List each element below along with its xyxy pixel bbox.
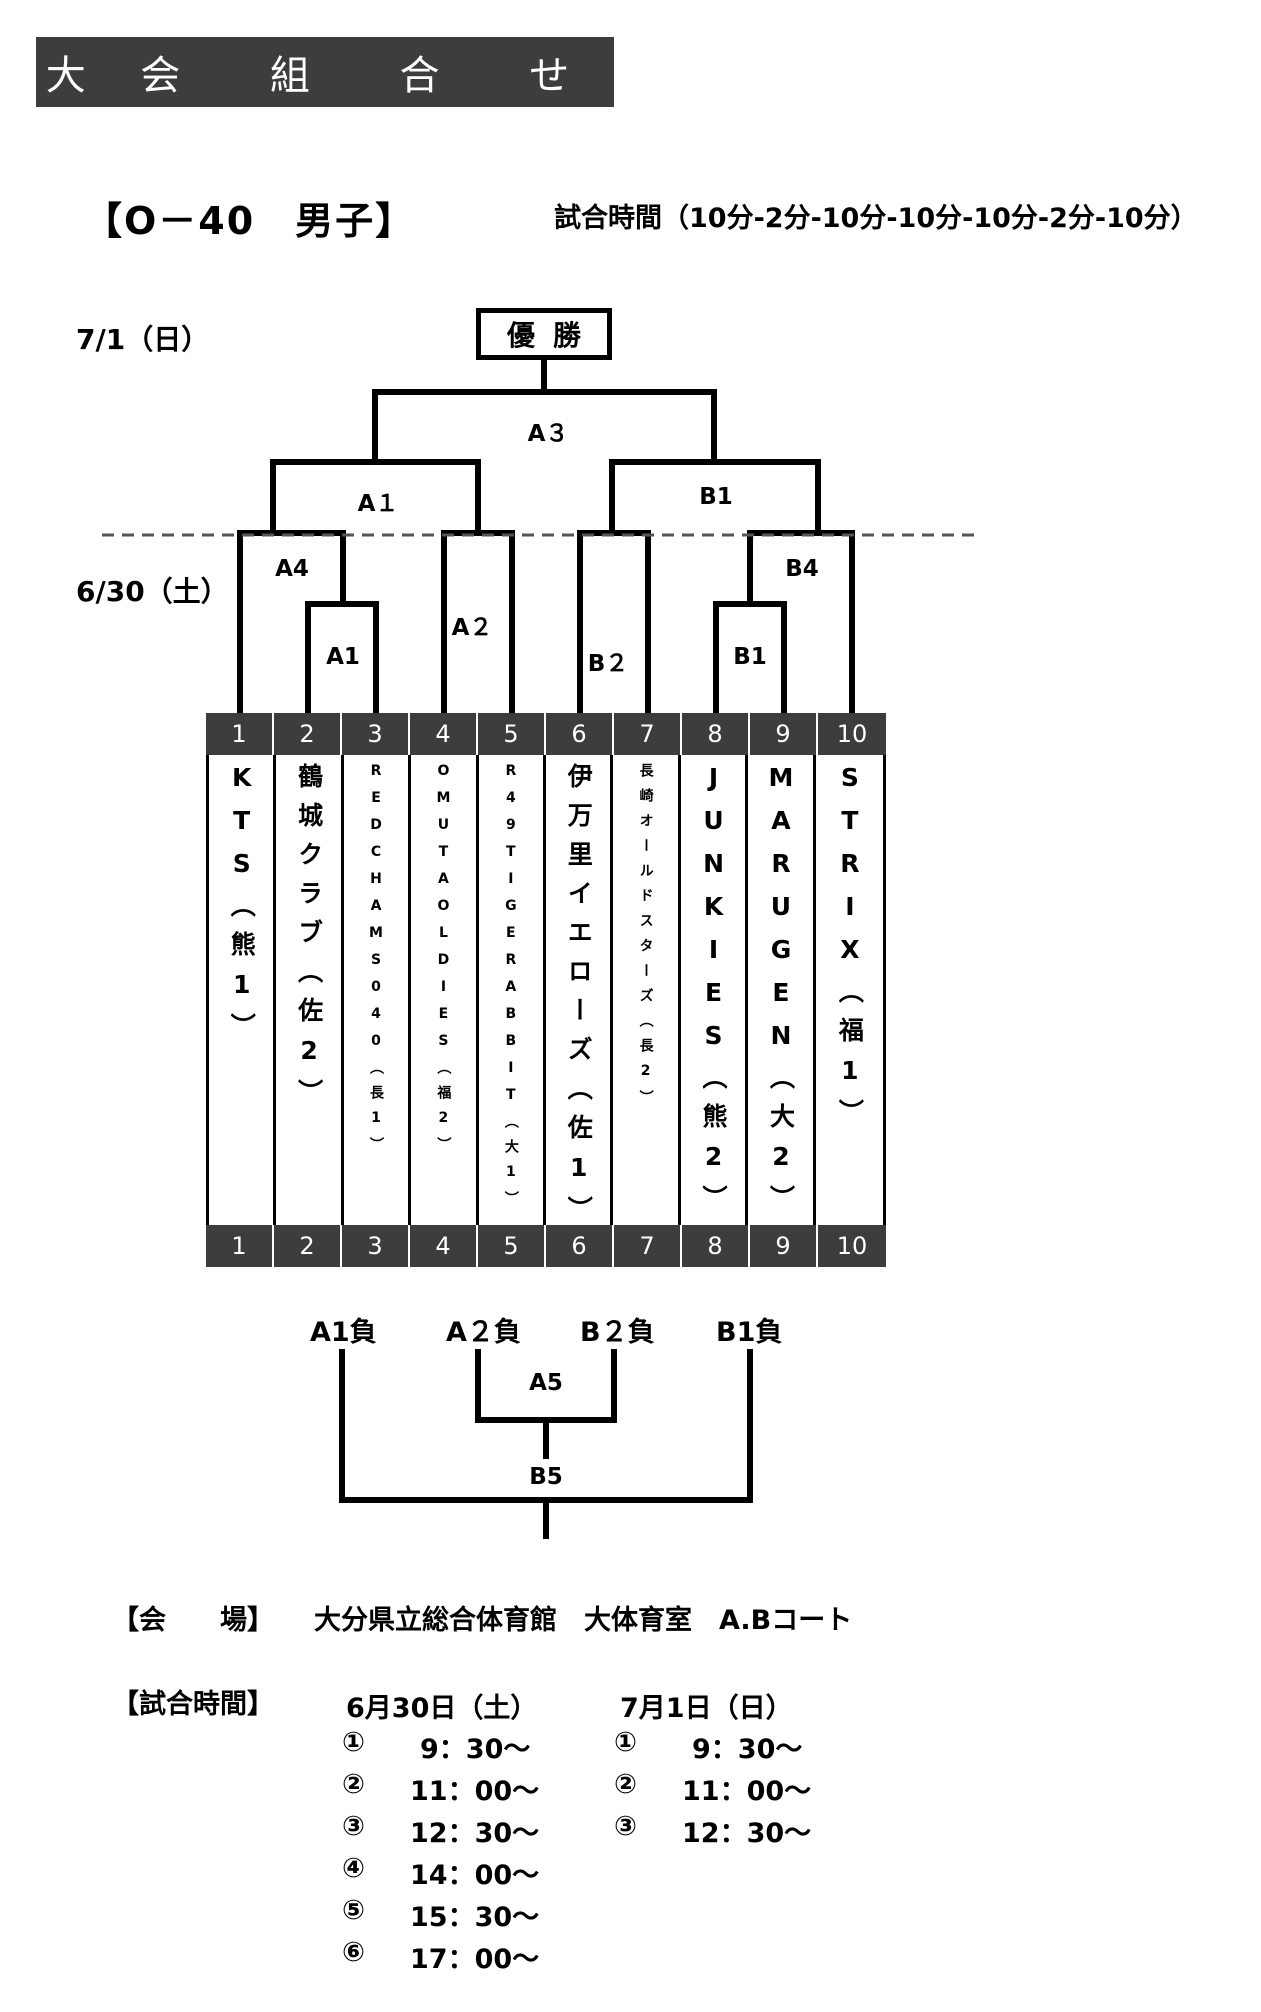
entry-number: 1 (206, 1225, 274, 1267)
b1-loser-label: B1負 (716, 1317, 783, 1348)
date-day2: 7/1（日） (76, 323, 210, 356)
team-cell: STRIX（福1） (816, 755, 883, 1225)
slot-number: ⑥ (342, 1937, 365, 1968)
slot-time: 15：30～ (410, 1902, 540, 1933)
venue-value: 大分県立総合体育館 大体育室 A.Bコート (314, 1605, 853, 1636)
title-banner: 大 会 組 合 せ (36, 37, 614, 107)
match-a4-label: A4 (275, 556, 309, 582)
slot-number: ② (342, 1769, 365, 1800)
slot-time: 12：30～ (682, 1818, 812, 1849)
entry-number: 5 (478, 1225, 546, 1267)
team-cell: JUNKIES（熊2） (681, 755, 749, 1225)
slot-time: 11：00～ (410, 1776, 540, 1807)
team-cell: MARUGEN（大2） (748, 755, 816, 1225)
team-name: 伊万里イエローズ（佐1） (564, 763, 594, 1225)
slot-time: 12：30～ (410, 1818, 540, 1849)
team-name: KTS（熊1） (227, 763, 257, 1052)
entry-number: 4 (410, 713, 478, 755)
match-time-format: 試合時間（10分-2分-10分-10分-10分-2分-10分） (554, 203, 1198, 234)
entry-number: 5 (478, 713, 546, 755)
slot-time: 14：00～ (410, 1860, 540, 1891)
team-name: JUNKIES（熊2） (699, 763, 729, 1224)
team-cell: 長崎オールドスターズ（長2） (613, 755, 681, 1225)
match-b2-label: B２ (587, 651, 629, 677)
slot-time: 11：00～ (682, 1776, 812, 1807)
match-b1-low-label: B1 (733, 644, 767, 670)
team-cell: REDCHAMS040（長1） (344, 755, 412, 1225)
entry-number: 8 (682, 713, 750, 755)
entry-number: 4 (410, 1225, 478, 1267)
banner-char: 大 (45, 53, 86, 99)
match-a5-label: A5 (529, 1370, 563, 1396)
slot-number: ⑤ (342, 1895, 365, 1926)
team-name: MARUGEN（大2） (766, 763, 796, 1224)
slot-number: ① (342, 1727, 365, 1758)
schedule-day1-header: 6月30日（土） (346, 1693, 538, 1724)
team-name: 長崎オールドスターズ（長2） (637, 763, 654, 1115)
b2-loser-label: B２負 (580, 1317, 655, 1348)
team-columns: KTS（熊1） 鶴城クラブ（佐2） REDCHAMS040（長1） OMUTAO… (206, 755, 886, 1225)
team-cell: R49TIGERABBIT（大1） (479, 755, 547, 1225)
match-a1-top-label: A１ (357, 491, 399, 517)
banner-char: 組 (269, 53, 310, 99)
entry-number: 3 (342, 713, 410, 755)
slot-time: 9：30～ (420, 1734, 531, 1765)
entry-number: 7 (614, 1225, 682, 1267)
entry-number: 10 (836, 1232, 868, 1260)
team-name: STRIX（福1） (835, 763, 865, 1138)
entry-number-row-top: 1 2 3 4 5 6 7 8 9 10 (206, 713, 886, 755)
team-name: 鶴城クラブ（佐2） (294, 763, 324, 1118)
banner-char: せ (529, 53, 570, 99)
banner-char: 合 (399, 53, 440, 99)
team-cell: 鶴城クラブ（佐2） (276, 755, 344, 1225)
entry-number: 9 (750, 713, 818, 755)
entry-number: 6 (546, 1225, 614, 1267)
team-cell: KTS（熊1） (209, 755, 277, 1225)
entry-number: 1 (206, 713, 274, 755)
slot-number: ② (614, 1769, 637, 1800)
entry-number: 6 (546, 713, 614, 755)
entry-number: 3 (342, 1225, 410, 1267)
date-day1: 6/30（土） (76, 575, 229, 608)
slot-number: ① (614, 1727, 637, 1758)
entry-number: 8 (682, 1225, 750, 1267)
slot-number: ③ (614, 1811, 637, 1842)
entry-number-row-bottom: 1 2 3 4 5 6 7 8 9 10 (206, 1225, 886, 1267)
division-title: 【O－40 男子】 (84, 199, 416, 243)
entry-number: 7 (614, 713, 682, 755)
match-a1-low-label: A1 (326, 644, 360, 670)
banner-char: 会 (140, 53, 181, 99)
entry-number: 2 (274, 1225, 342, 1267)
entry-number: 2 (274, 713, 342, 755)
venue-label: 【会 場】 (112, 1605, 274, 1636)
slot-time: 17：00～ (410, 1944, 540, 1975)
team-name: R49TIGERABBIT（大1） (502, 763, 519, 1216)
schedule-day2-header: 7月1日（日） (620, 1693, 793, 1724)
team-name: OMUTAOLDIES（福2） (435, 763, 452, 1162)
schedule-label: 【試合時間】 (112, 1689, 274, 1720)
match-b4-label: B4 (785, 556, 819, 582)
slot-number: ④ (342, 1853, 365, 1884)
team-cell: 伊万里イエローズ（佐1） (546, 755, 614, 1225)
match-b1-top-label: B1 (699, 484, 733, 510)
team-name: REDCHAMS040（長1） (368, 763, 385, 1162)
match-a3-label: A３ (527, 421, 569, 447)
match-a2-label: A２ (451, 615, 493, 641)
match-b5-label: B5 (529, 1464, 563, 1490)
entry-number: 10 (836, 720, 868, 748)
a1-loser-label: A1負 (310, 1317, 377, 1348)
entry-number: 9 (750, 1225, 818, 1267)
slot-number: ③ (342, 1811, 365, 1842)
team-cell: OMUTAOLDIES（福2） (411, 755, 479, 1225)
a2-loser-label: A２負 (446, 1317, 521, 1348)
slot-time: 9：30～ (692, 1734, 803, 1765)
